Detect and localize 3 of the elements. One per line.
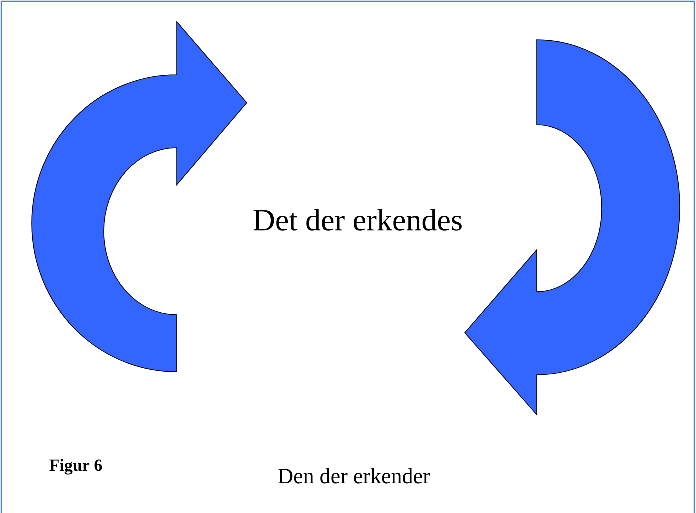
caption: Figur 6: [50, 459, 102, 475]
label: Den der erkender: [278, 468, 430, 484]
label: Det der erkendes: [254, 209, 462, 231]
